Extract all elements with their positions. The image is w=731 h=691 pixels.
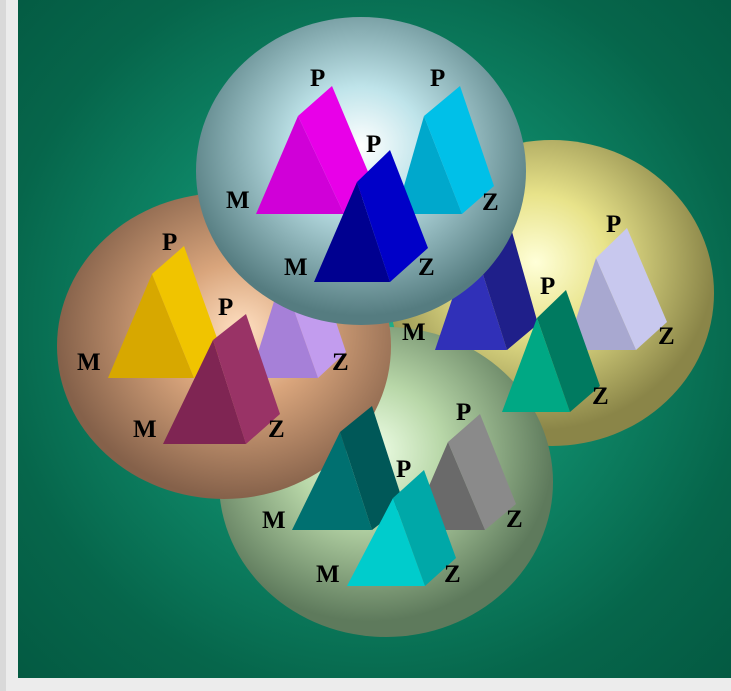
label-top-z3: Z: [418, 254, 435, 281]
label-right-z2: Z: [658, 323, 675, 350]
label-top-m3: M: [284, 254, 308, 281]
label-right-p2: P: [606, 211, 621, 238]
label-left-z2: Z: [332, 349, 349, 376]
label-top-p3: P: [366, 131, 381, 158]
label-top-p1: P: [310, 65, 325, 92]
label-right-p3: P: [540, 273, 555, 300]
label-left-m3: M: [133, 416, 157, 443]
label-right-z3: Z: [592, 383, 609, 410]
label-bottom-p2: P: [456, 399, 471, 426]
label-bottom-z3: Z: [444, 561, 461, 588]
label-bottom-p3: P: [396, 456, 411, 483]
label-top-z2: Z: [482, 189, 499, 216]
label-left-p1: P: [162, 229, 177, 256]
label-left-m1: M: [77, 349, 101, 376]
label-right-m1: M: [402, 319, 426, 346]
label-left-z3: Z: [268, 416, 285, 443]
label-bottom-m3: M: [316, 561, 340, 588]
label-top-p2: P: [430, 65, 445, 92]
label-bottom-m1: M: [262, 507, 286, 534]
label-top-m1: M: [226, 187, 250, 214]
label-left-p3: P: [218, 294, 233, 321]
label-bottom-z2: Z: [506, 506, 523, 533]
